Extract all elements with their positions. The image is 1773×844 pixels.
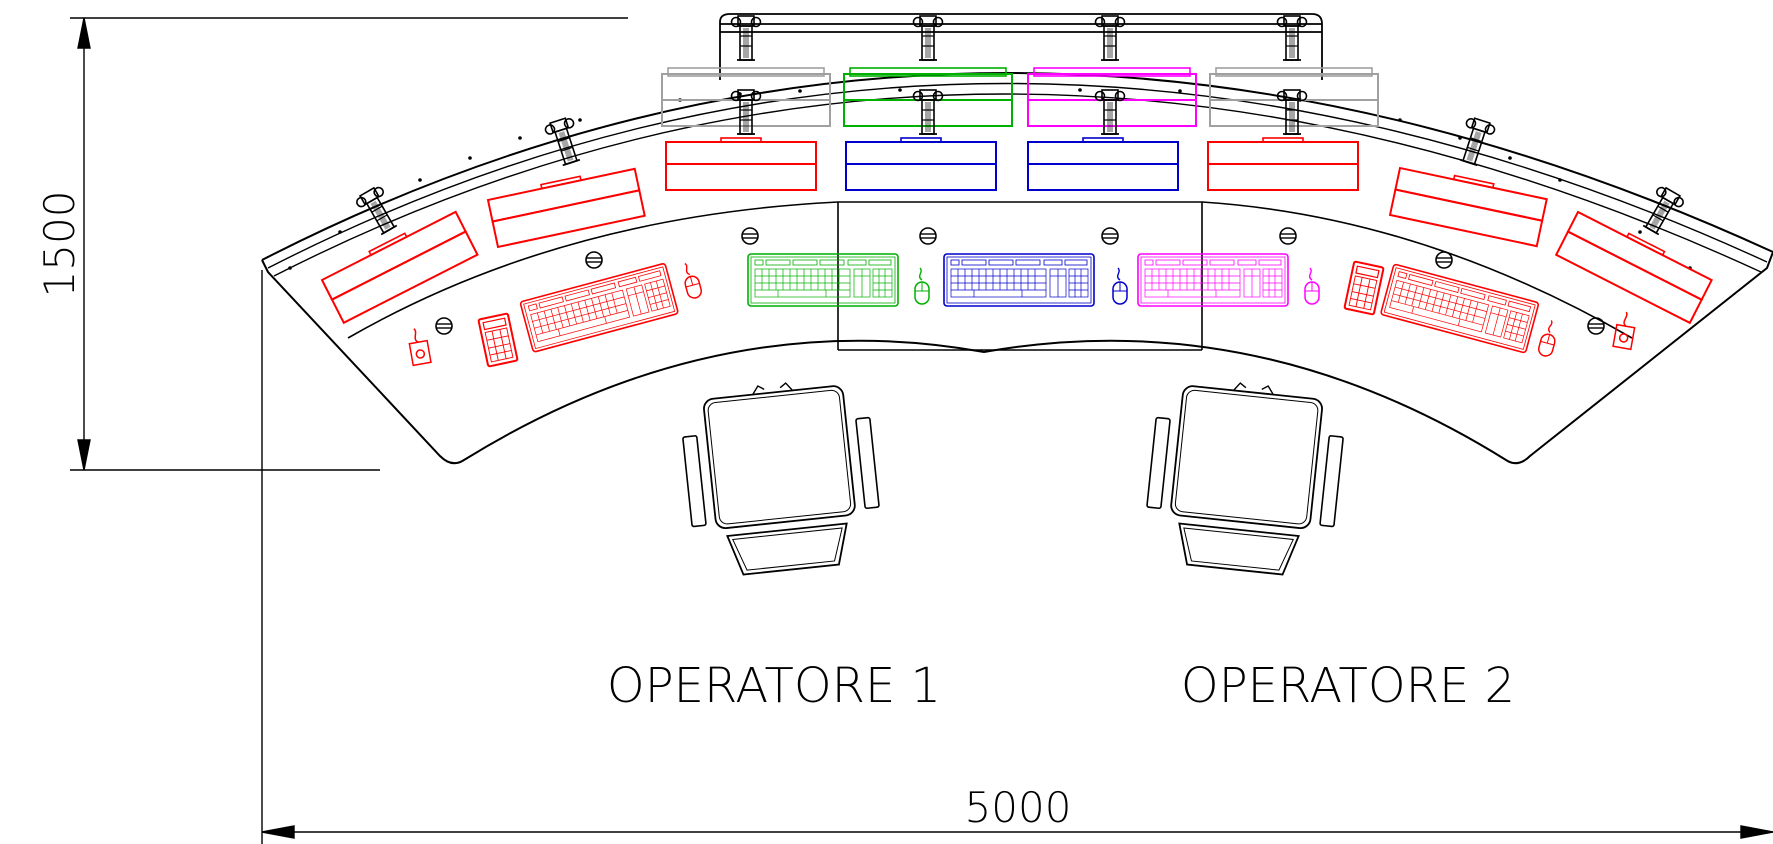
keypad-icon xyxy=(477,312,519,368)
grommet-icon xyxy=(435,317,453,335)
keyboards xyxy=(519,253,1540,354)
monitor-icon xyxy=(661,67,831,127)
keyboard-icon xyxy=(943,253,1095,307)
mouse-icon xyxy=(1536,318,1561,359)
joystick-icon xyxy=(1612,311,1636,351)
grommet-icon xyxy=(919,227,937,245)
keyboard-icon xyxy=(519,262,680,354)
monitor-icon xyxy=(665,137,817,191)
console-desk xyxy=(261,72,1773,465)
grommet-icon xyxy=(741,227,759,245)
chair-icon xyxy=(1140,373,1349,581)
monitor-icon xyxy=(319,207,479,324)
mouse-icon xyxy=(914,267,930,305)
joysticks xyxy=(408,311,1636,367)
monitor-arms xyxy=(353,15,1687,239)
monitor-arm-icon xyxy=(1454,115,1498,168)
keyboard-icon xyxy=(1137,253,1289,307)
mouse-icon xyxy=(1304,267,1320,305)
operator-2-label: OPERATORE 2 xyxy=(1181,658,1515,714)
mouse-icon xyxy=(1112,267,1128,305)
monitor-arm-icon xyxy=(912,15,944,61)
keyboard-icon xyxy=(1379,263,1540,354)
monitor-icon xyxy=(1389,163,1549,248)
joystick-icon xyxy=(408,328,432,367)
grommet-icon xyxy=(1435,251,1453,269)
chair-icon xyxy=(677,373,886,581)
monitor-icon xyxy=(1027,137,1179,191)
monitor-icon xyxy=(486,163,646,248)
operator-1-label: OPERATORE 1 xyxy=(607,658,941,714)
monitor-arm-icon xyxy=(1276,15,1308,61)
width-dimension-label: 5000 xyxy=(965,783,1072,832)
rail-fixing-points xyxy=(288,88,1692,270)
keypads xyxy=(477,260,1385,368)
monitor-icon xyxy=(1555,207,1715,324)
lower-monitors xyxy=(319,137,1715,324)
dimension-lines xyxy=(70,17,1773,844)
grommet-icon xyxy=(1101,227,1119,245)
upper-monitor-rail xyxy=(719,13,1323,80)
monitor-arm-icon xyxy=(1094,15,1126,61)
monitor-icon xyxy=(1207,137,1359,191)
depth-dimension-label: 1500 xyxy=(35,191,84,298)
grommet-icon xyxy=(585,251,603,269)
grommet-icon xyxy=(1587,317,1605,335)
monitor-icon xyxy=(845,137,997,191)
chairs xyxy=(677,373,1349,581)
grommet-icon xyxy=(1279,227,1297,245)
monitor-arm-icon xyxy=(353,183,403,239)
monitor-arm-icon xyxy=(730,15,762,61)
keypad-icon xyxy=(1343,260,1385,316)
keyboard-icon xyxy=(747,253,899,307)
mouse-icon xyxy=(679,260,704,301)
